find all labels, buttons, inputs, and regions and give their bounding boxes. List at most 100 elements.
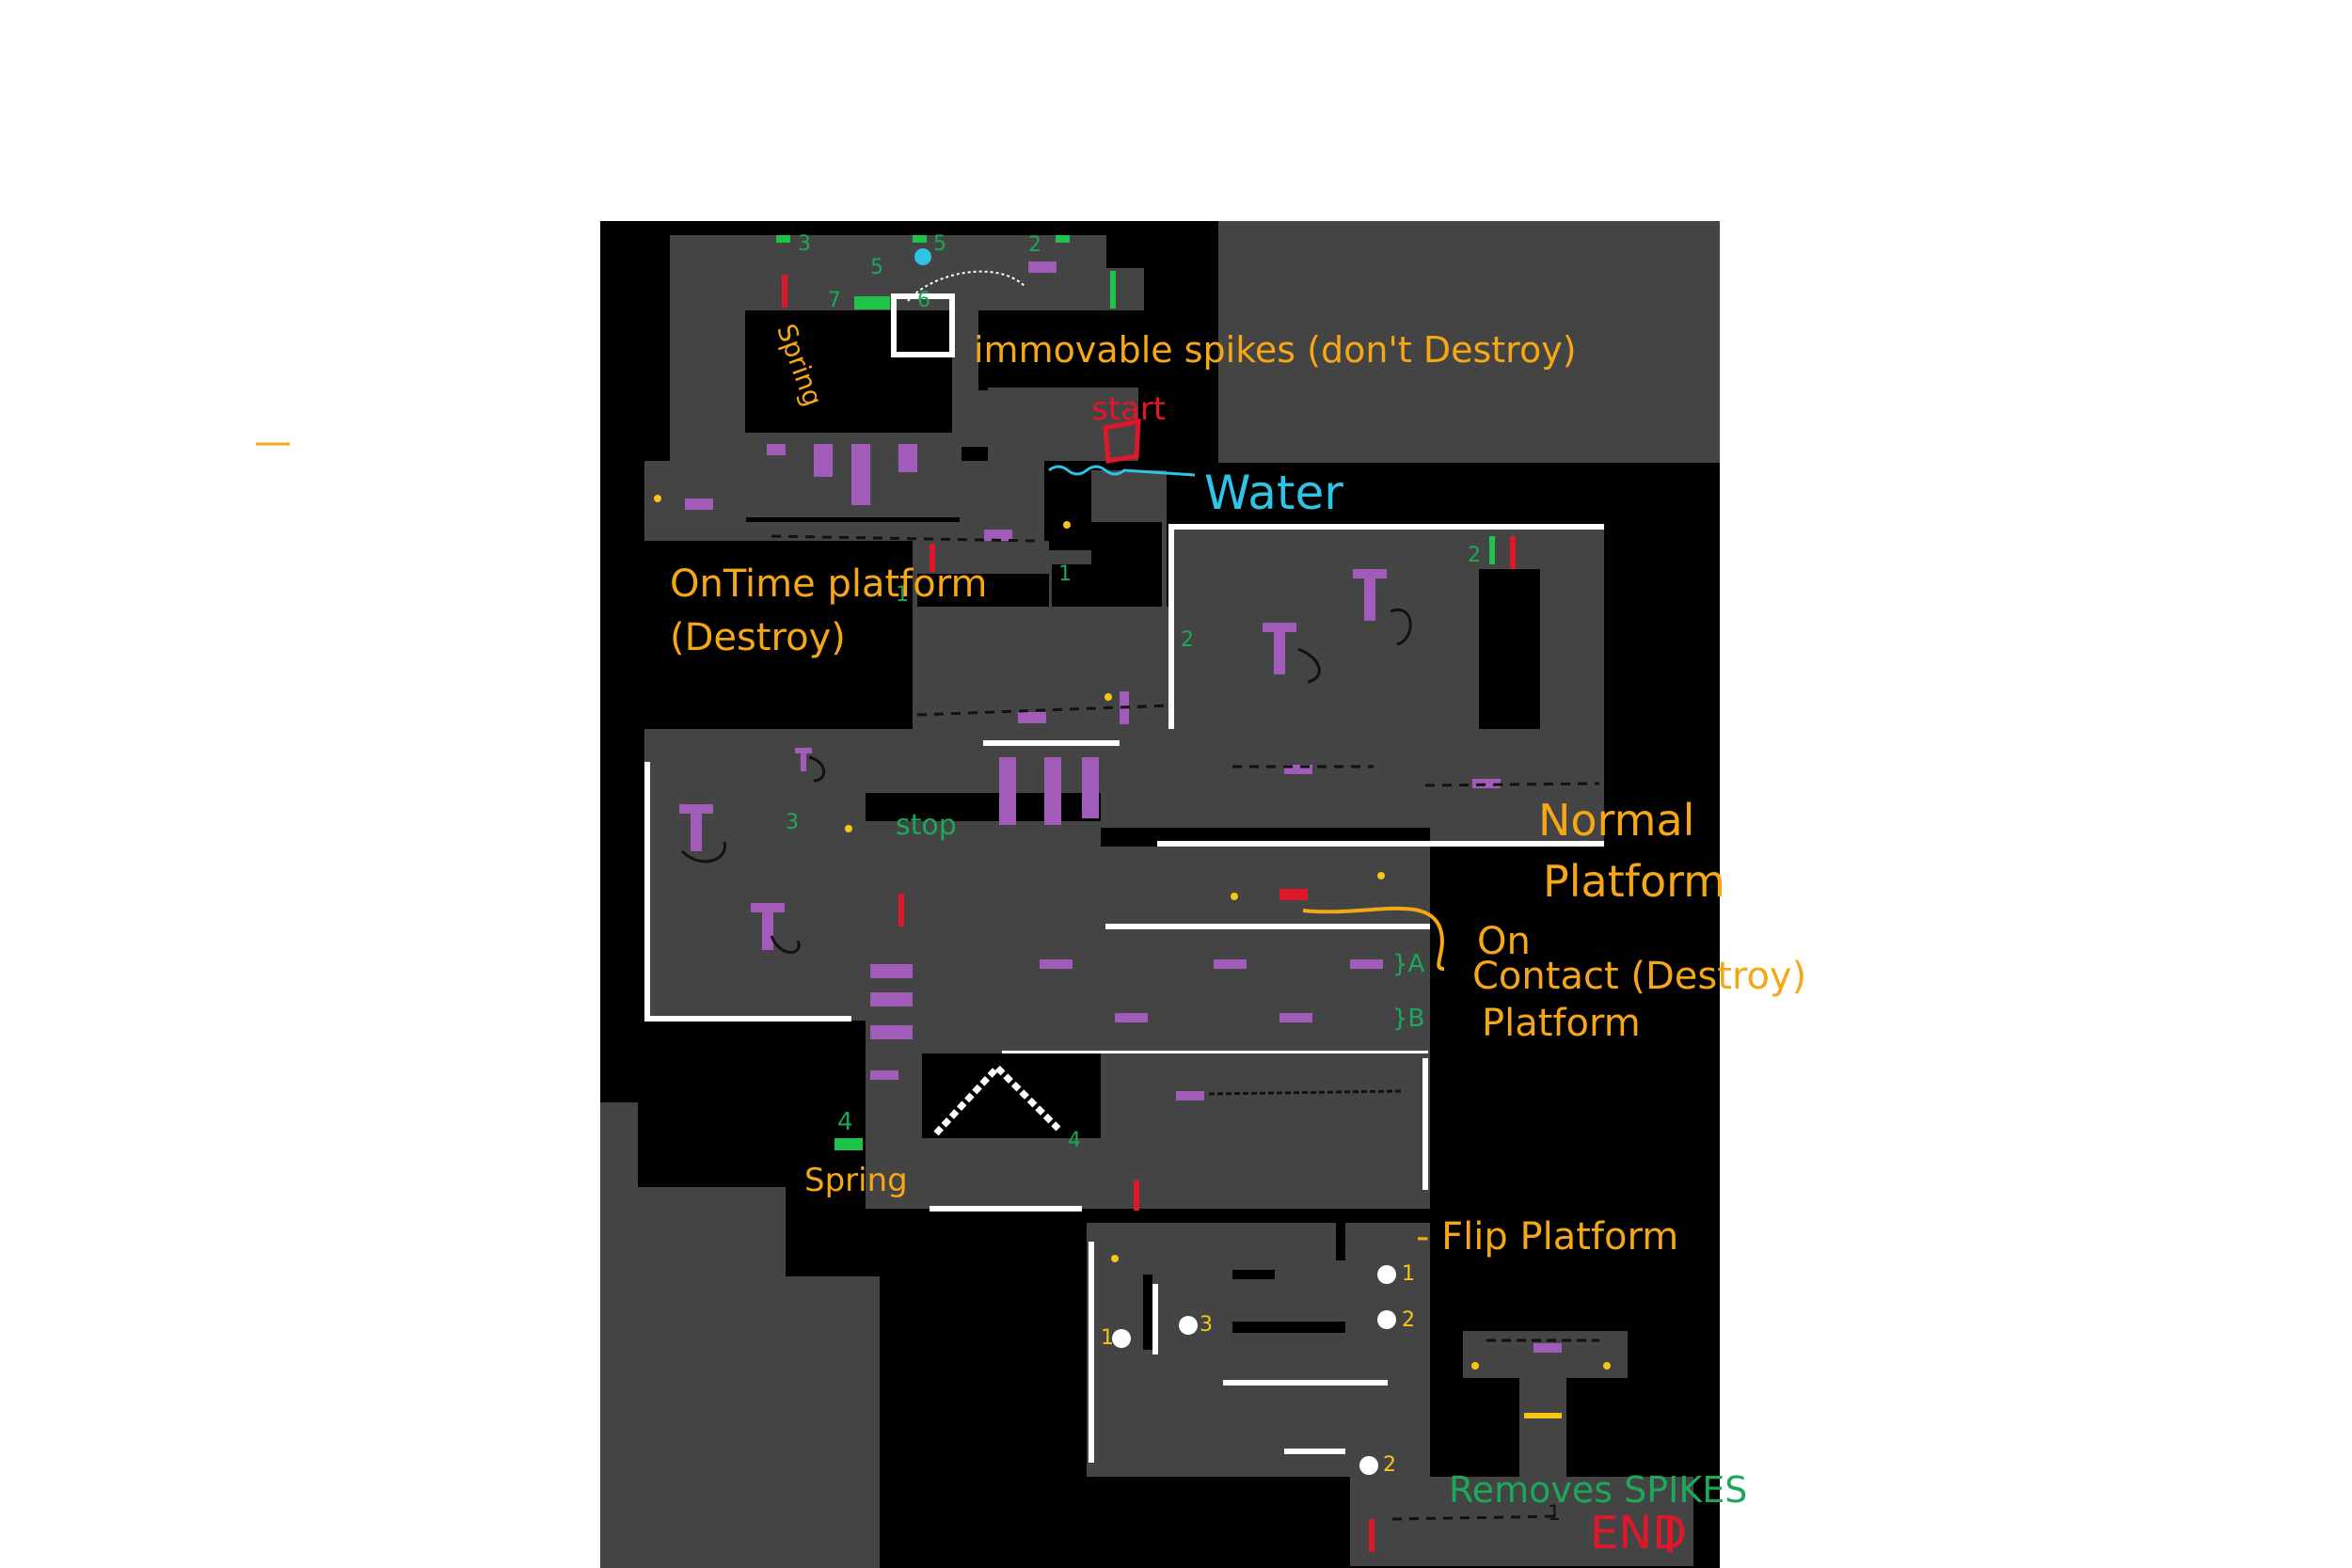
ball-room-bar-3 xyxy=(1232,1322,1345,1333)
platform xyxy=(1284,765,1312,774)
end-shaft xyxy=(1519,1378,1566,1481)
outer-block-bottom-left xyxy=(600,1102,638,1568)
marker-label: 1 xyxy=(896,583,909,607)
platform xyxy=(1176,1091,1204,1101)
turret-group xyxy=(679,569,1387,950)
end-top xyxy=(1463,1331,1628,1378)
spike-icon xyxy=(1134,1180,1139,1211)
wall-room-left xyxy=(644,762,851,1022)
spike-icon xyxy=(898,894,904,927)
spring-icon xyxy=(1489,536,1495,564)
platform xyxy=(1279,1013,1312,1022)
marker-label: 3 xyxy=(798,232,811,256)
platform xyxy=(1018,712,1046,723)
spring-icon xyxy=(913,235,927,243)
room-triangle-hole xyxy=(922,1053,1101,1138)
spring-icon xyxy=(776,235,790,243)
platform xyxy=(999,757,1016,825)
curve-arrow xyxy=(1390,608,1412,646)
gem-icon xyxy=(1231,893,1238,900)
platform xyxy=(870,964,913,978)
start-box xyxy=(1103,418,1141,464)
gem-icon xyxy=(845,825,852,832)
marker-label: 4 xyxy=(837,1108,853,1136)
marker-label: 2 xyxy=(1383,1453,1396,1477)
spike-icon xyxy=(930,544,935,572)
curve-arrow xyxy=(1297,647,1321,684)
marker-label: 3 xyxy=(786,811,799,834)
turret-icon xyxy=(679,804,713,851)
outer-block-bottom-left-2 xyxy=(638,1187,880,1568)
platform xyxy=(1028,261,1057,273)
ball-room-bar-2 xyxy=(1232,1270,1275,1279)
ball-icon xyxy=(1112,1329,1131,1348)
spring-icon xyxy=(854,296,890,309)
turret-icon xyxy=(1353,569,1387,621)
spike-icon xyxy=(1667,1519,1673,1552)
gem-icon xyxy=(1471,1362,1479,1370)
spike-icon xyxy=(1369,1519,1375,1552)
platform xyxy=(1044,757,1061,825)
spike-group xyxy=(782,275,1673,1552)
dashed-path xyxy=(1208,1089,1403,1096)
spike-icon xyxy=(1510,536,1516,569)
spring-group xyxy=(776,235,1495,1150)
marker-label: 1 xyxy=(1402,1262,1415,1286)
platform xyxy=(1214,959,1247,969)
marker-row-b: }B xyxy=(1392,1005,1425,1033)
platform xyxy=(984,530,1012,541)
ball-icon xyxy=(914,248,931,265)
platform xyxy=(870,1025,913,1039)
turret-icon xyxy=(795,748,812,771)
platform xyxy=(767,444,786,455)
room-center xyxy=(913,607,1176,748)
platform xyxy=(1115,1013,1148,1022)
gem-icon xyxy=(1111,1255,1119,1262)
marker-label: 2 xyxy=(1402,1308,1415,1332)
spring-icon xyxy=(1110,271,1116,309)
marker-label: 1 xyxy=(1058,562,1072,586)
dotted-arc xyxy=(907,270,1026,302)
platform xyxy=(1534,1343,1562,1353)
curve-arrow xyxy=(808,755,826,783)
room-top-inner xyxy=(745,310,952,433)
platform xyxy=(898,444,917,472)
room-top-corridor xyxy=(670,310,745,461)
corridor-lower-mid-gap xyxy=(1101,861,1430,894)
turret-icon xyxy=(751,903,785,950)
gem-group xyxy=(654,495,1611,1370)
marker-row-a: }A xyxy=(1392,950,1425,978)
platform xyxy=(1082,757,1099,818)
room-right-pillar xyxy=(1479,569,1540,734)
marker-label: 6 xyxy=(917,289,930,312)
room-ab xyxy=(866,936,1430,1053)
dashed-path xyxy=(916,704,1172,717)
platform xyxy=(851,444,870,505)
wall-room-right xyxy=(1168,524,1604,741)
spike-icon xyxy=(782,275,787,308)
room-balls xyxy=(1087,1223,1430,1477)
curve-arrow xyxy=(770,935,801,954)
ball-room-bar-4 xyxy=(1336,1223,1345,1260)
dashed-path xyxy=(1424,782,1600,787)
gem-icon xyxy=(1603,1362,1611,1370)
room-left xyxy=(644,729,866,1021)
curve-arrow xyxy=(680,841,726,863)
gem-icon xyxy=(654,495,661,502)
triangle-stairs xyxy=(933,1062,1061,1136)
marker-label: 4 xyxy=(1068,1129,1081,1152)
platform xyxy=(814,444,833,477)
ball-icon xyxy=(1359,1456,1378,1475)
outer-block-top-right xyxy=(1218,221,1720,463)
gem-icon xyxy=(1377,872,1385,879)
marker-label: 7 xyxy=(828,289,841,312)
platform xyxy=(1472,779,1501,788)
ball-room-bar-1 xyxy=(1143,1275,1152,1350)
corridor-left-lower xyxy=(644,522,964,541)
chamber-mid-left-inner xyxy=(917,574,1049,607)
dashed-path xyxy=(1391,1514,1563,1521)
spike-box xyxy=(891,293,955,357)
room-end xyxy=(1350,1477,1693,1566)
spring-icon xyxy=(834,1138,863,1150)
